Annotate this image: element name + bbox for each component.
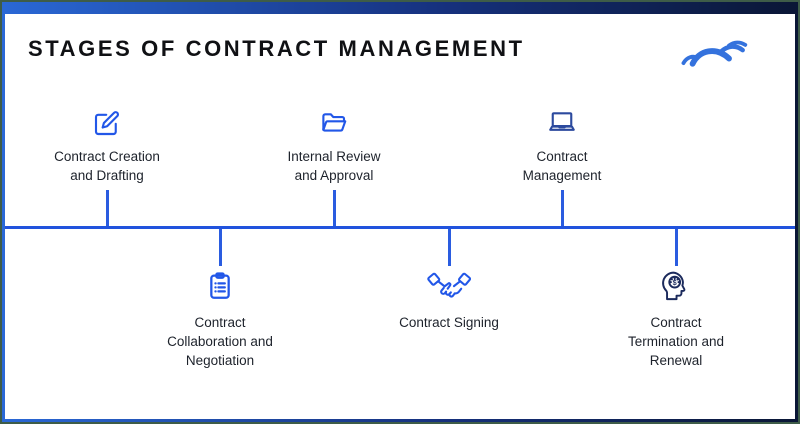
slide-content: STAGES OF CONTRACT MANAGEMENT — [5, 14, 795, 419]
connector-creation — [106, 190, 109, 226]
stage-label: Contract Termination and Renewal — [627, 315, 725, 368]
stage-label: Contract Management — [522, 149, 602, 183]
cloud-swoosh-logo-icon — [677, 34, 755, 74]
laptop-icon — [547, 108, 577, 138]
clipboard-icon — [204, 270, 236, 302]
timeline-line — [5, 226, 795, 229]
handshake-icon — [427, 270, 471, 302]
stage-contract-collaboration: Contract Collaboration and Negotiation — [120, 270, 320, 370]
stage-internal-review: Internal Review and Approval — [244, 108, 424, 185]
stage-contract-management: Contract Management — [472, 108, 652, 185]
edit-compose-icon — [92, 108, 122, 138]
connector-review — [333, 190, 336, 226]
connector-collaboration — [219, 229, 222, 266]
stage-contract-termination: $ Contract Termination and Renewal — [576, 270, 776, 370]
connector-signing — [448, 229, 451, 266]
stage-contract-signing: Contract Signing — [349, 270, 549, 332]
stage-label: Contract Creation and Drafting — [54, 149, 160, 183]
stage-label: Contract Signing — [399, 315, 499, 330]
connector-termination — [675, 229, 678, 266]
stage-contract-creation: Contract Creation and Drafting — [17, 108, 197, 185]
svg-text:$: $ — [673, 278, 677, 287]
page-title: STAGES OF CONTRACT MANAGEMENT — [28, 36, 525, 61]
stage-label: Internal Review and Approval — [287, 149, 381, 183]
open-folder-icon — [319, 108, 349, 138]
connector-management — [561, 190, 564, 226]
head-dollar-icon: $ — [661, 270, 691, 302]
stage-label: Contract Collaboration and Negotiation — [167, 315, 273, 368]
